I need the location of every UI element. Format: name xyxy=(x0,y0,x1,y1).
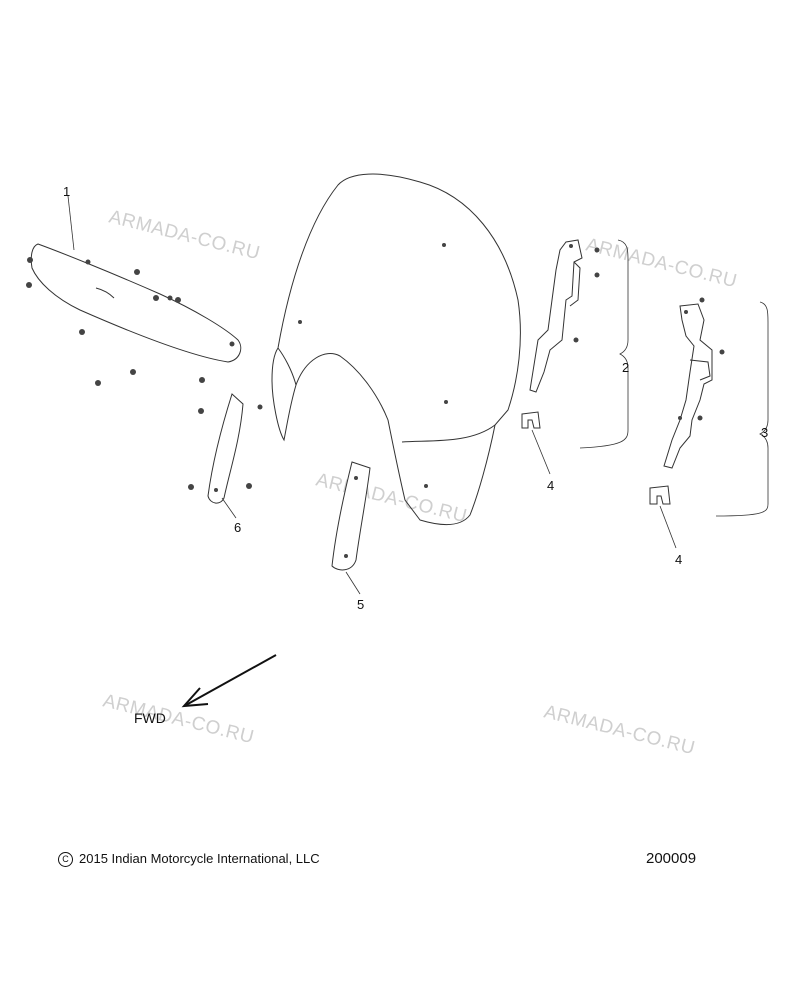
watermark: ARMADA-CO.RU xyxy=(101,690,256,748)
part-2-mount-bracket xyxy=(529,239,600,393)
callout-1: 1 xyxy=(63,184,70,199)
windshield xyxy=(271,173,521,526)
leader-line xyxy=(531,429,551,475)
watermark: ARMADA-CO.RU xyxy=(542,701,697,759)
part-5-bracket xyxy=(331,461,371,571)
forward-arrow-icon xyxy=(181,654,277,708)
bracket-brace xyxy=(715,301,769,517)
part-4-clip xyxy=(521,411,541,429)
copyright-icon: C xyxy=(58,852,73,867)
watermark: ARMADA-CO.RU xyxy=(314,469,469,527)
callout-4: 4 xyxy=(675,552,682,567)
part-6-bracket xyxy=(207,393,244,504)
bracket-brace xyxy=(579,239,629,449)
callout-3: 3 xyxy=(761,425,768,440)
part-3-mount-bracket xyxy=(663,297,725,469)
part-1-trim-strip xyxy=(26,243,263,490)
callout-5: 5 xyxy=(357,597,364,612)
callout-4: 4 xyxy=(547,478,554,493)
leader-line xyxy=(67,195,75,251)
leader-line xyxy=(221,497,237,519)
watermark: ARMADA-CO.RU xyxy=(107,206,262,264)
part-4-clip xyxy=(649,485,671,505)
copyright-text: 2015 Indian Motorcycle International, LL… xyxy=(79,851,320,866)
callout-6: 6 xyxy=(234,520,241,535)
watermark: ARMADA-CO.RU xyxy=(584,234,739,292)
copyright-notice: C 2015 Indian Motorcycle International, L… xyxy=(58,851,320,867)
leader-line xyxy=(659,505,677,549)
fwd-label: FWD xyxy=(134,710,166,726)
diagram-number: 200009 xyxy=(646,850,697,867)
callout-2: 2 xyxy=(622,360,629,375)
leader-line xyxy=(345,571,361,595)
